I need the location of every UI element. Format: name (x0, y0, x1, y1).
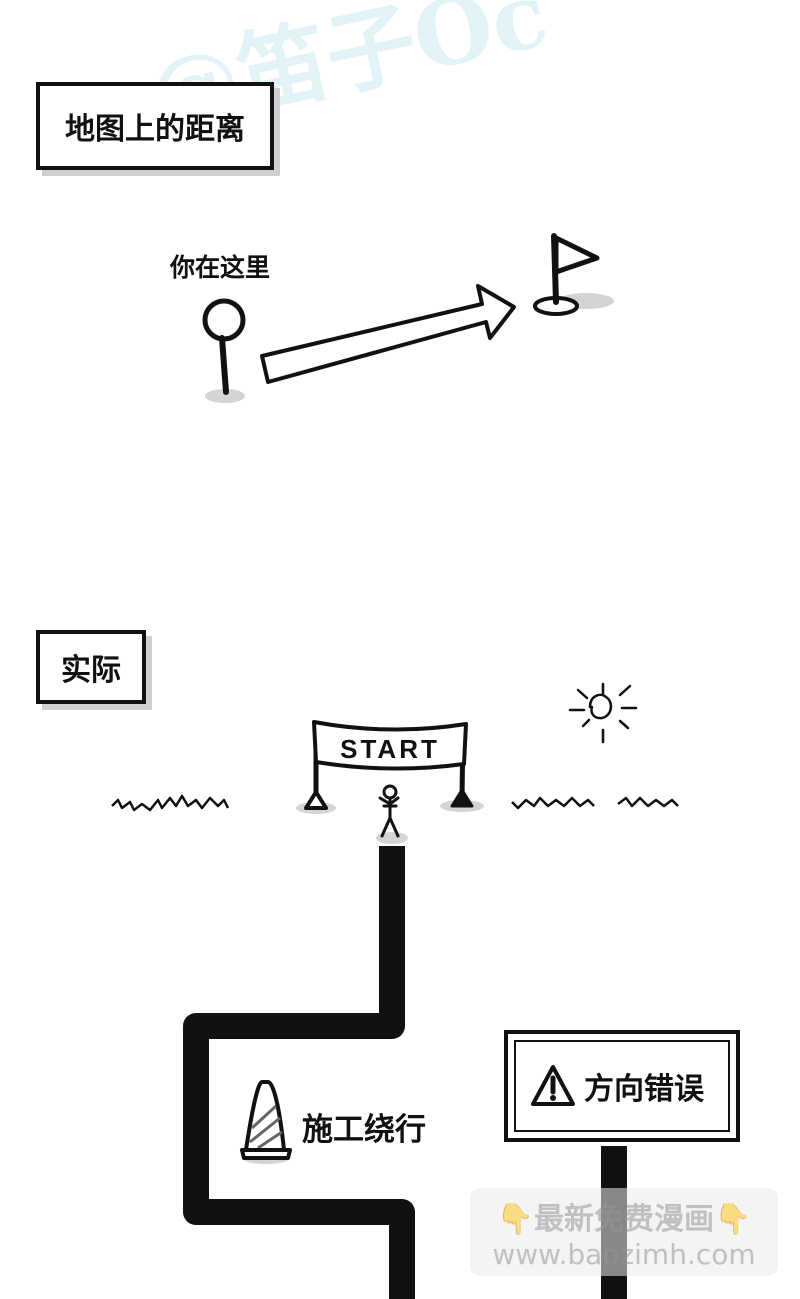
watermark-line-2: www.baozimh.com (492, 1237, 756, 1271)
actual-label-text: 实际 (61, 653, 121, 688)
actual-label: 实际 (36, 630, 146, 704)
pin-shadow (205, 389, 245, 403)
start-gate: START (296, 720, 484, 814)
site-watermark: 👇最新免费漫画👇 www.baozimh.com (470, 1188, 778, 1276)
grass-left (111, 794, 230, 812)
map-pin-icon (202, 298, 246, 395)
you-are-here-caption: 你在这里 (170, 253, 271, 282)
grass-right (511, 796, 679, 810)
banner-text: START (340, 734, 440, 764)
flag-icon (533, 233, 614, 316)
sun-icon (568, 682, 638, 744)
sign-inner-border: 方向错误 (514, 1040, 730, 1132)
arrow-icon (260, 284, 516, 384)
stick-figure-icon (376, 784, 408, 844)
watermark-line-1: 👇最新免费漫画👇 (496, 1201, 752, 1237)
map-distance-label: 地图上的距离 (36, 82, 274, 170)
warning-icon (531, 1065, 575, 1106)
detour-road (183, 846, 415, 1299)
traffic-cone-icon (240, 1080, 292, 1164)
wrong-direction-sign: 方向错误 (504, 1030, 740, 1142)
detour-caption: 施工绕行 (302, 1112, 426, 1148)
map-distance-label-text: 地图上的距离 (65, 112, 245, 147)
sign-text: 方向错误 (584, 1072, 704, 1107)
